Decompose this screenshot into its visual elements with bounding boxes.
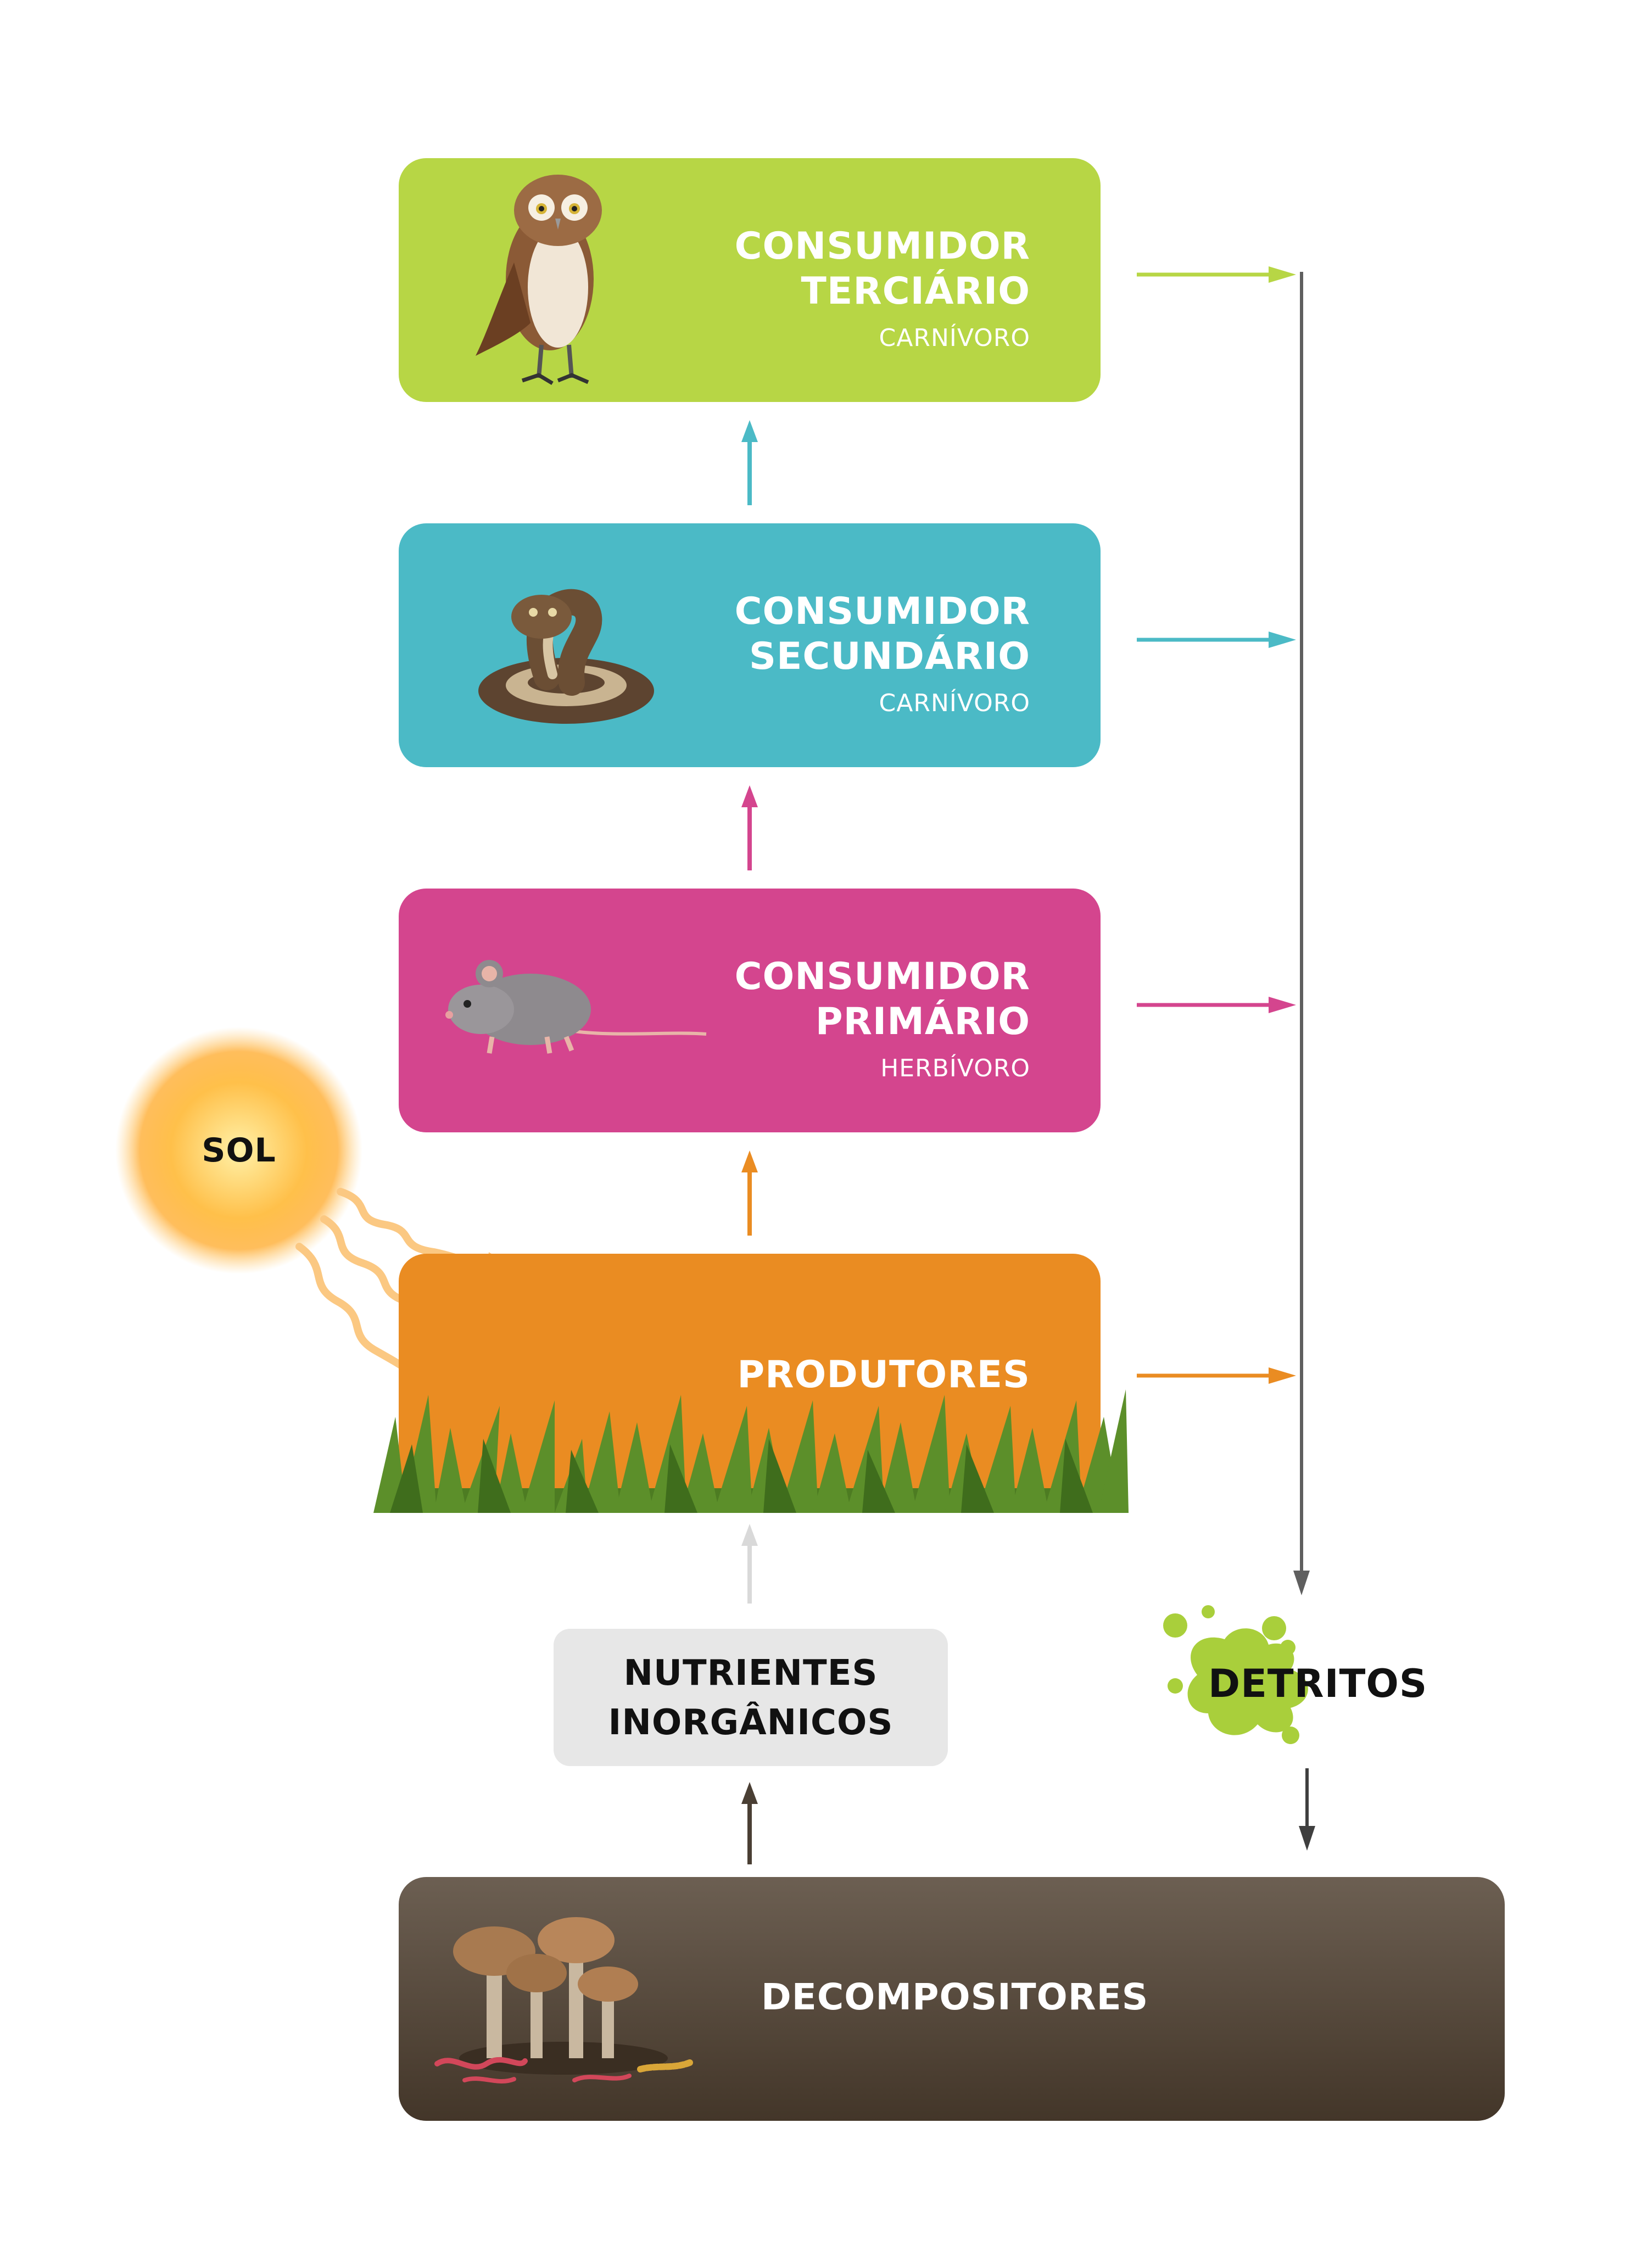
arrow-secondary-to-tertiary <box>741 420 758 505</box>
level-decomposers: DECOMPOSITORES <box>399 1877 1505 2121</box>
primary-title: CONSUMIDOR PRIMÁRIO <box>735 954 1030 1044</box>
grass-icon <box>373 1389 1129 1513</box>
secondary-subtitle: CARNÍVORO <box>879 689 1030 717</box>
inorganic-nutrients-box: NUTRIENTES INORGÂNICOS <box>554 1629 948 1766</box>
nutrients-line2: INORGÂNICOS <box>608 1702 894 1743</box>
arrow-primary-to-detritus <box>1137 997 1296 1013</box>
primary-subtitle: HERBÍVORO <box>880 1054 1030 1082</box>
level-producers: PRODUTORES <box>399 1254 1101 1498</box>
owl-icon <box>476 175 602 386</box>
arrow-producers-to-detritus <box>1137 1367 1296 1384</box>
producers-title: PRODUTORES <box>737 1353 1030 1396</box>
mouse-icon <box>445 960 707 1054</box>
secondary-title: CONSUMIDOR SECUNDÁRIO <box>735 589 1030 679</box>
tertiary-title: CONSUMIDOR TERCIÁRIO <box>735 224 1030 314</box>
arrow-producers-to-primary <box>741 1150 758 1236</box>
arrow-primary-to-secondary <box>741 785 758 870</box>
arrow-tertiary-to-detritus <box>1137 266 1296 283</box>
snake-icon <box>478 589 654 724</box>
tertiary-title-line2: TERCIÁRIO <box>801 270 1030 313</box>
decomposers-label: DECOMPOSITORES <box>761 1976 1149 2018</box>
arrow-detritus-to-decomposers <box>1299 1768 1315 1851</box>
nutrients-label: NUTRIENTES INORGÂNICOS <box>554 1649 948 1747</box>
tertiary-subtitle: CARNÍVORO <box>879 324 1030 352</box>
collector-arrow <box>1293 272 1310 1595</box>
mushroom-icon <box>434 1917 693 2083</box>
primary-title-line1: CONSUMIDOR <box>734 955 1030 998</box>
level-primary-consumer: CONSUMIDOR PRIMÁRIO HERBÍVORO <box>399 889 1101 1132</box>
tertiary-title-line1: CONSUMIDOR <box>734 225 1030 268</box>
arrow-nutrients-to-producers <box>741 1524 758 1604</box>
secondary-title-line1: CONSUMIDOR <box>734 590 1030 633</box>
sun-icon <box>115 1027 362 1274</box>
secondary-title-line2: SECUNDÁRIO <box>749 635 1030 678</box>
level-secondary-consumer: CONSUMIDOR SECUNDÁRIO CARNÍVORO <box>399 523 1101 767</box>
detritus-label: DETRITOS <box>1208 1661 1428 1706</box>
nutrients-line1: NUTRIENTES <box>623 1653 878 1694</box>
splat-icon <box>1163 1605 1308 1744</box>
level-tertiary-consumer: CONSUMIDOR TERCIÁRIO CARNÍVORO <box>399 158 1101 402</box>
sun-label: SOL <box>202 1131 276 1170</box>
arrow-secondary-to-detritus <box>1137 632 1296 648</box>
primary-title-line2: PRIMÁRIO <box>815 1000 1030 1043</box>
arrow-decomposers-to-nutrients <box>741 1782 758 1864</box>
